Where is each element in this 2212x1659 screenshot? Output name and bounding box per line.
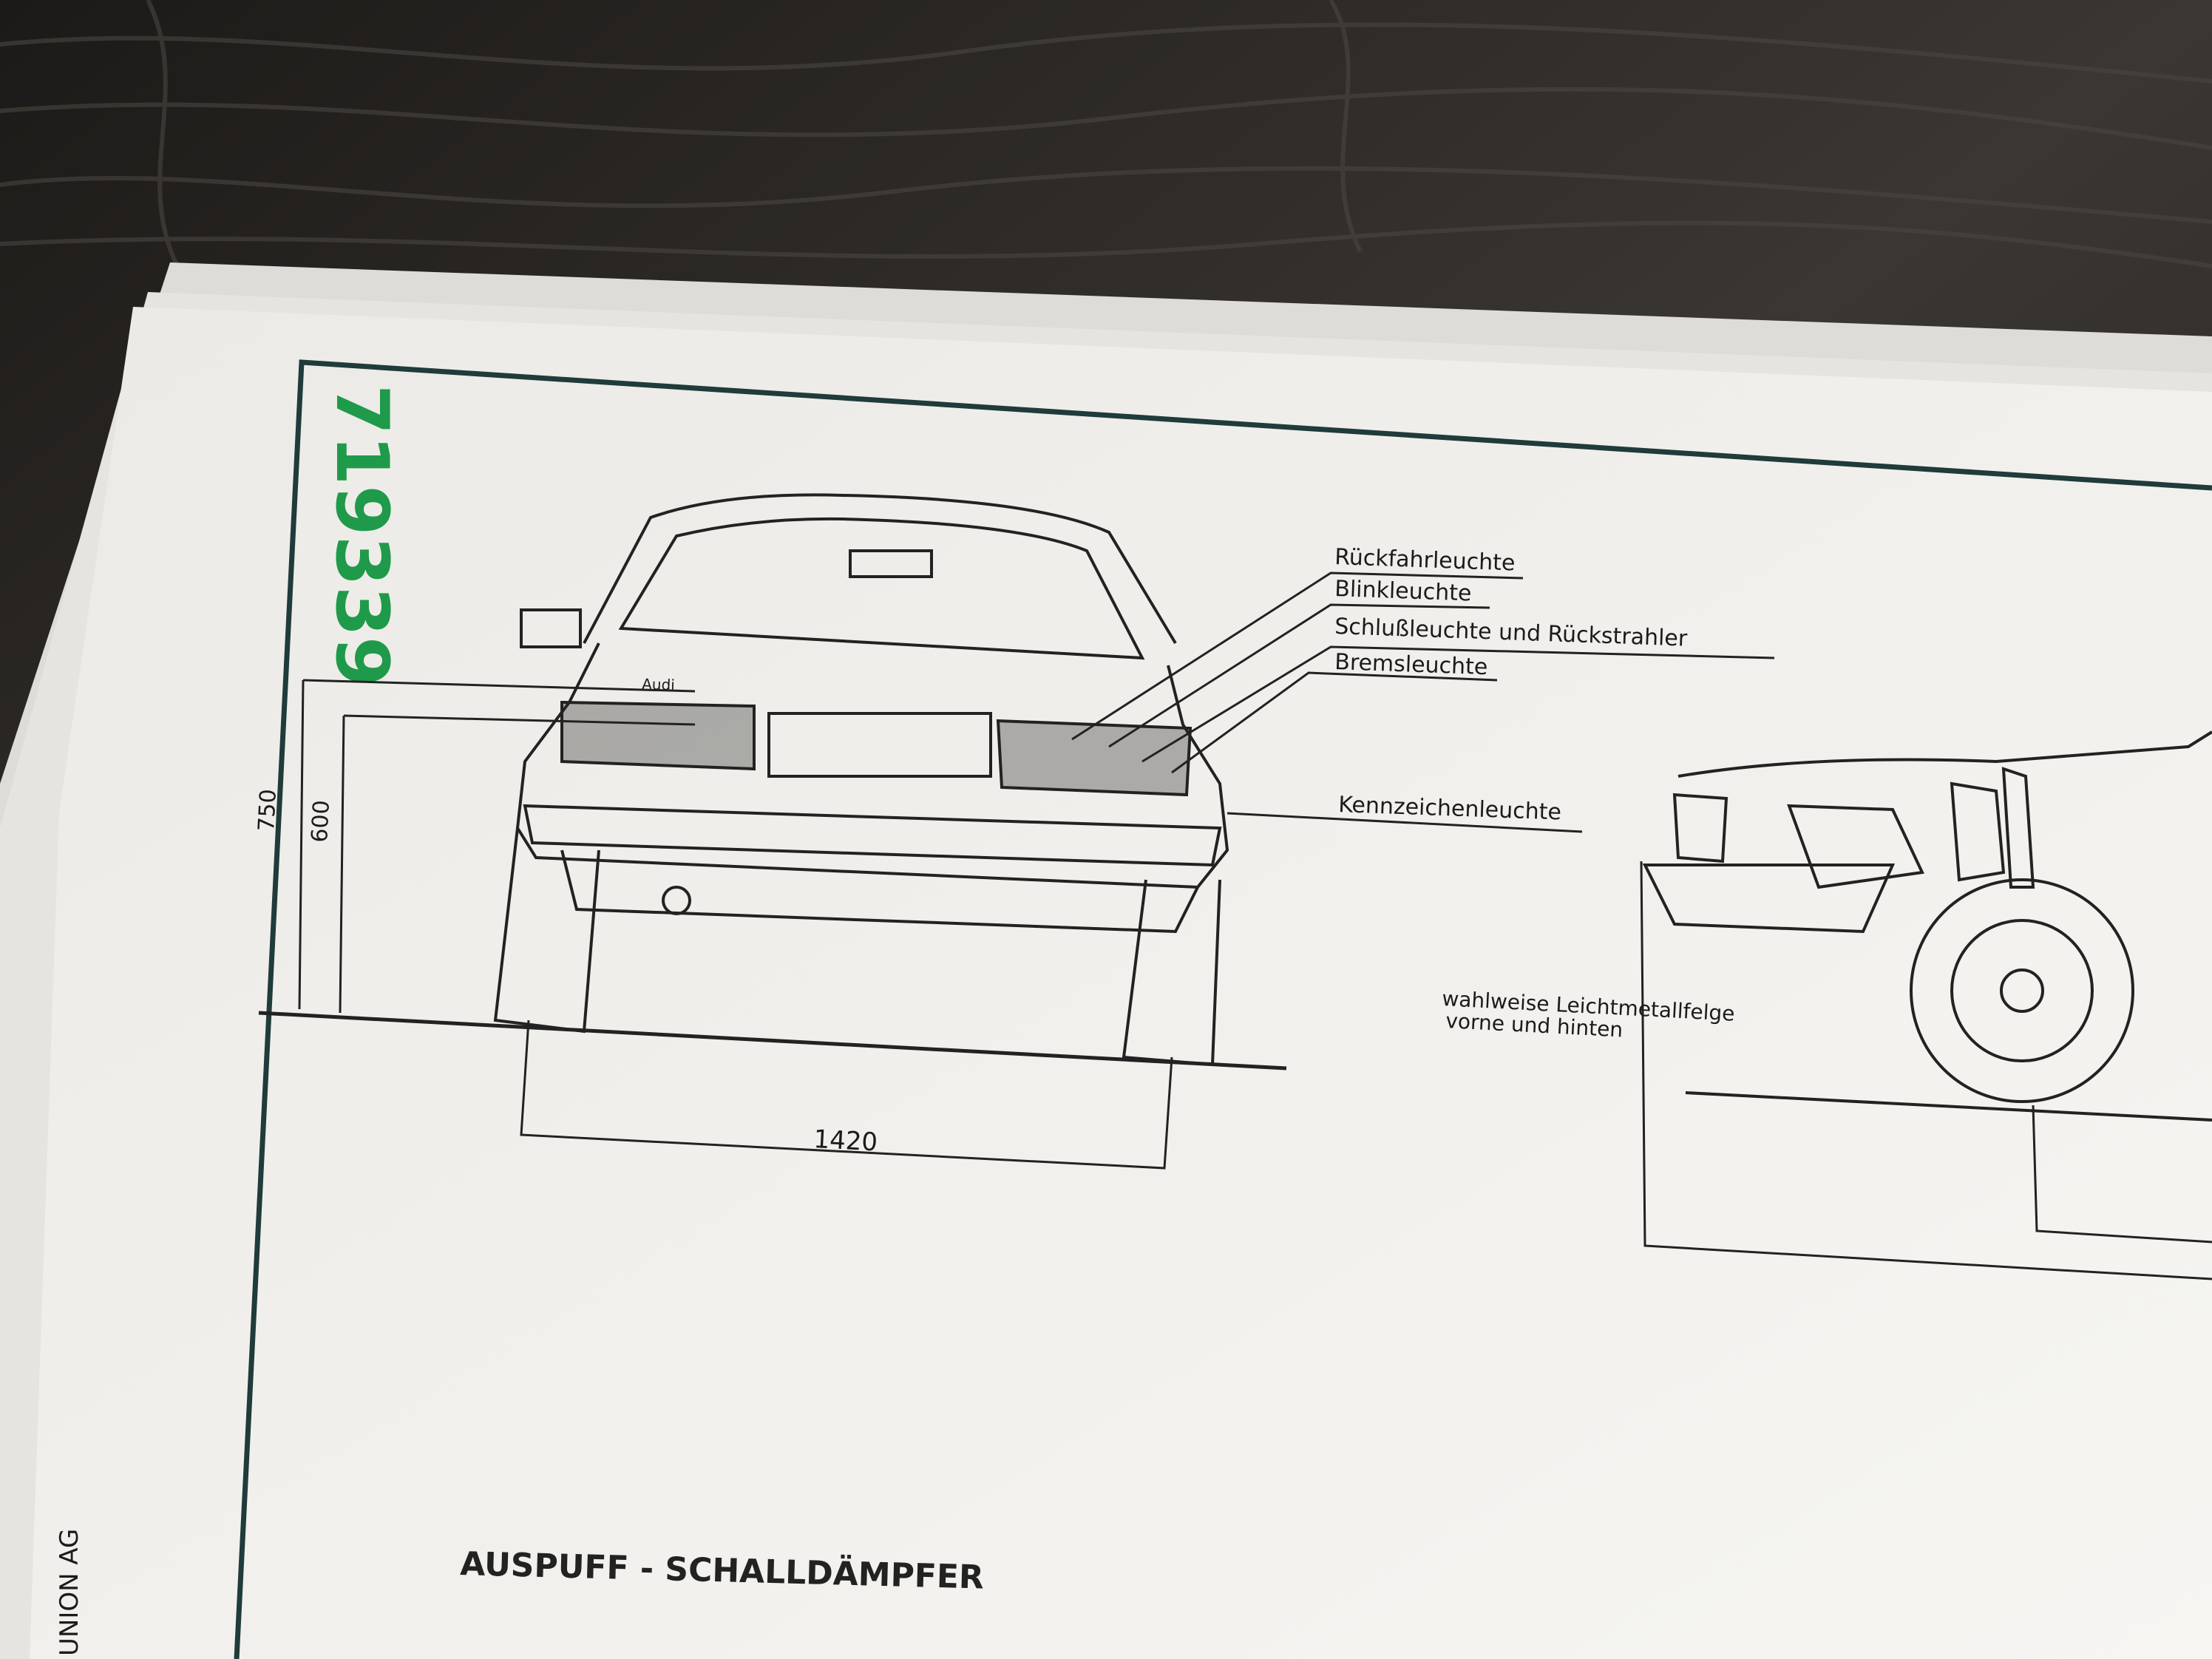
ground-line [258,1011,1287,1071]
car-roof-outline [583,493,1177,645]
taillight-right [996,719,1192,797]
license-plate-area [767,712,992,778]
third-brake-light [849,549,933,578]
dim-height-inner: 600 [307,799,335,843]
label-rueckfahrleuchte: Rückfahrleuchte [1334,544,1516,577]
side-ground-line [1685,1091,2212,1122]
leader-lines [1071,571,1775,833]
label-bremsleuchte: Bremsleuchte [1334,649,1488,680]
side-company-text: UNION AG [55,1529,84,1656]
side-front-wheel-rim [1950,919,2094,1062]
label-blinkleuchte: Blinkleuchte [1334,576,1472,606]
dim-track-width: 1420 [813,1124,879,1157]
side-engine-detail [1787,781,2006,889]
side-view-drawing [1640,730,2212,1280]
left-wheel [493,827,600,1034]
rear-bumper [523,804,1222,867]
side-mirror [520,608,582,648]
underbody [560,849,1199,934]
page-frame-border [234,359,2212,1659]
rear-view-drawing [258,493,1287,1071]
side-front-wheel-outer [1910,878,2134,1103]
exhaust-pipe [662,886,691,915]
rear-window [618,517,1145,660]
side-body-outline [1677,730,2212,778]
dim-height-outer: 750 [254,788,282,832]
stamp-number: 719339 [319,384,404,687]
side-headlight [1672,793,1728,864]
car-body-outline [515,642,1229,889]
dimension-lines [298,679,1173,1170]
paper-sheet [30,307,2212,1659]
side-front-wheel-hub [2000,968,2044,1013]
side-suspension-strut [2001,767,2035,889]
wood-grain [0,0,2212,268]
taillight-left [560,700,756,771]
side-dim-lines [1640,861,2212,1280]
